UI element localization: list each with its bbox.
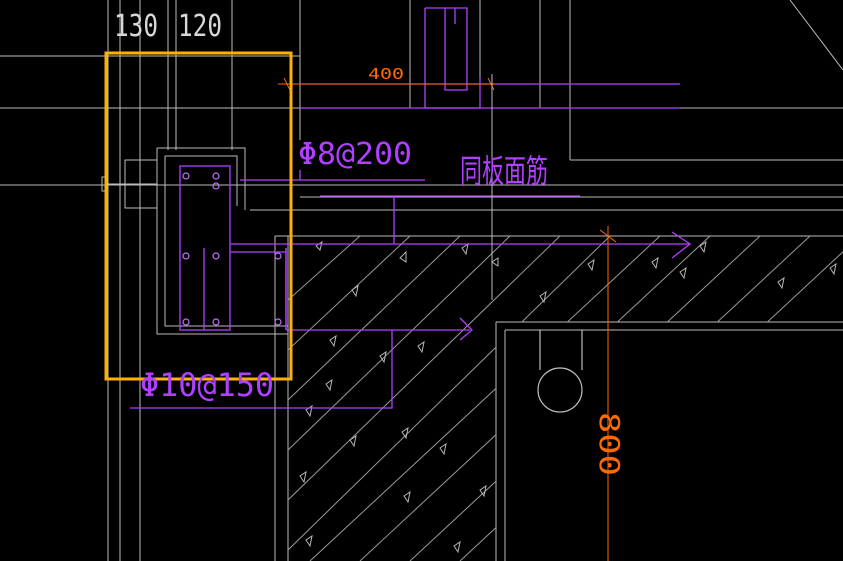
- dimension-130-label: 130: [114, 9, 158, 44]
- stirrup-phi8-label: Φ8@200: [298, 137, 412, 172]
- selection-box[interactable]: [104, 51, 293, 381]
- stirrup-phi10-label: Φ10@150: [140, 366, 274, 404]
- dimension-lines: [278, 77, 617, 561]
- pipe-opening: [537, 330, 583, 413]
- rebar-dots: [182, 172, 282, 326]
- slab-top-rebar-note: 同板面筋: [460, 152, 548, 190]
- dimension-120-label: 120: [178, 9, 222, 44]
- dimension-800-label: 800: [593, 412, 626, 476]
- dimension-400-label: 400: [368, 65, 404, 83]
